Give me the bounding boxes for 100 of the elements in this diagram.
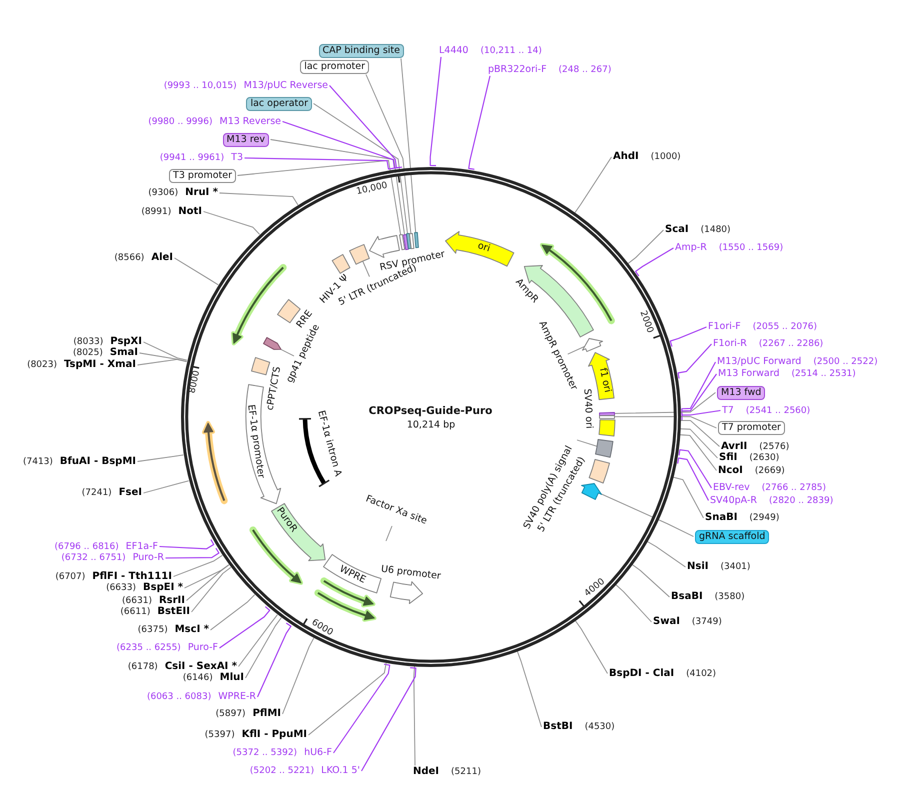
leader-line <box>681 374 717 417</box>
primer-name: pBR322ori-F <box>488 64 547 75</box>
enzyme-name: FseI <box>118 487 142 499</box>
primer-range: (9941 .. 9961) <box>160 153 224 164</box>
enzyme-name: BspEI * <box>143 582 183 594</box>
primer-name: M13/pUC Reverse <box>244 80 328 91</box>
leader-line <box>282 638 314 714</box>
primer-range: (2500 .. 2522) <box>813 357 878 368</box>
enzyme-name: AhdI <box>613 151 639 163</box>
primer-range: (6732 .. 6751) <box>61 553 126 564</box>
tick-label: 8000 <box>188 370 202 394</box>
leader-line <box>430 56 442 166</box>
feature-stripe <box>598 414 616 420</box>
cut-position: (8023) <box>27 360 57 371</box>
feature-tag: lac promoter <box>300 60 369 74</box>
leader-line <box>574 620 608 674</box>
cut-position: (8025) <box>72 348 103 359</box>
cut-position: (1000) <box>650 152 681 163</box>
cut-position: (8566) <box>114 253 144 264</box>
leader-line <box>143 480 190 494</box>
orf-line <box>202 420 229 506</box>
enzyme-name: AvrII <box>721 440 748 452</box>
cut-position: (2949) <box>749 513 780 524</box>
cut-position: (5897) <box>216 709 246 720</box>
leader-line <box>270 139 405 235</box>
tick-label: 10,000 <box>356 180 388 198</box>
primer-range: (2766 .. 2785) <box>762 483 826 494</box>
leader-line <box>257 622 292 698</box>
feature-stripe <box>412 231 420 250</box>
leader-line <box>400 58 416 234</box>
leader-line <box>159 539 214 550</box>
enzyme-name: NruI * <box>185 187 218 199</box>
primer-range: (10,211 .. 14) <box>480 46 542 56</box>
feature-label: SV40 ori <box>580 388 594 430</box>
primer-name: Puro-R <box>132 552 164 564</box>
leader-line <box>280 348 294 356</box>
feature-band <box>379 563 444 606</box>
cut-position: (6707) <box>55 572 86 582</box>
primer-name: Puro-F <box>188 642 218 654</box>
primer-range: (6796 .. 6816) <box>54 542 119 552</box>
cut-position: (3401) <box>720 562 750 573</box>
leader-line <box>516 650 542 728</box>
feature-band <box>270 502 327 562</box>
primer-range: (6063 .. 6083) <box>146 692 212 703</box>
plasmid-name: CROPseq-Guide-Puro <box>368 404 492 418</box>
leader-line <box>174 258 219 286</box>
enzyme-name: NsiI <box>687 561 708 573</box>
leader-line <box>210 594 256 630</box>
enzyme-name: MluI <box>220 672 244 684</box>
leader-line <box>627 230 664 264</box>
leader-line <box>245 617 282 678</box>
enzyme-name: TspMI - XmaI <box>64 359 136 371</box>
primer-name: SV40pA-R <box>710 494 757 506</box>
feature-stripe <box>408 232 416 250</box>
enzyme-name: PflMI <box>252 708 281 720</box>
leader-line <box>238 614 278 667</box>
leader-line <box>191 566 232 612</box>
enzyme-name: ScaI <box>665 224 689 236</box>
primer-name: T7 <box>722 404 734 416</box>
leader-line <box>574 156 612 214</box>
cut-position: (6611) <box>120 607 150 618</box>
enzyme-name: RsrII <box>158 594 185 606</box>
enzyme-name: AleI <box>151 252 173 264</box>
leader-line <box>632 564 670 598</box>
primer-name: F1ori-F <box>708 321 741 332</box>
primer-name: M13 Reverse <box>220 116 281 127</box>
leader-line <box>137 359 188 366</box>
primer-range: (2267 .. 2286) <box>758 339 824 350</box>
feature-tag: gRNA scaffold <box>695 530 770 544</box>
leader-line <box>308 662 387 736</box>
feature-tag: T3 promoter <box>169 168 236 182</box>
primer-name: EBV-rev <box>713 482 750 494</box>
leader-line <box>219 606 270 648</box>
cut-position: (5397) <box>204 730 235 741</box>
cut-position: (1480) <box>700 225 731 236</box>
cut-position: (8991) <box>141 206 172 218</box>
primer-range: (248 .. 267) <box>558 64 612 76</box>
leader-line <box>139 352 188 362</box>
enzyme-name: BfuAI - BspMI <box>60 456 136 468</box>
cut-position: (6631) <box>122 596 152 606</box>
leader-line <box>386 526 392 542</box>
leader-line <box>468 76 491 170</box>
feature-tag: M13 fwd <box>717 386 766 400</box>
primer-range: (6235 .. 6255) <box>116 643 181 654</box>
feature-tag: T7 promoter <box>718 421 785 435</box>
feature-stripe <box>398 233 406 252</box>
leader-line <box>137 454 184 462</box>
leader-line <box>614 392 716 414</box>
feature-tag: M13 rev <box>222 132 269 146</box>
feature-label: f1 ori <box>596 366 612 394</box>
leader-line <box>576 440 598 447</box>
leader-line <box>219 192 298 206</box>
enzyme-name: BspDI - ClaI <box>609 668 674 680</box>
primer-range: (5372 .. 5392) <box>232 748 298 759</box>
primer-name: T3 <box>231 152 243 164</box>
cut-position: (6146) <box>182 673 213 684</box>
cut-position: (8033) <box>73 337 104 348</box>
cut-position: (2576) <box>759 442 790 452</box>
primer-range: (9993 .. 10,015) <box>164 80 237 92</box>
cut-position: (6375) <box>138 625 168 636</box>
